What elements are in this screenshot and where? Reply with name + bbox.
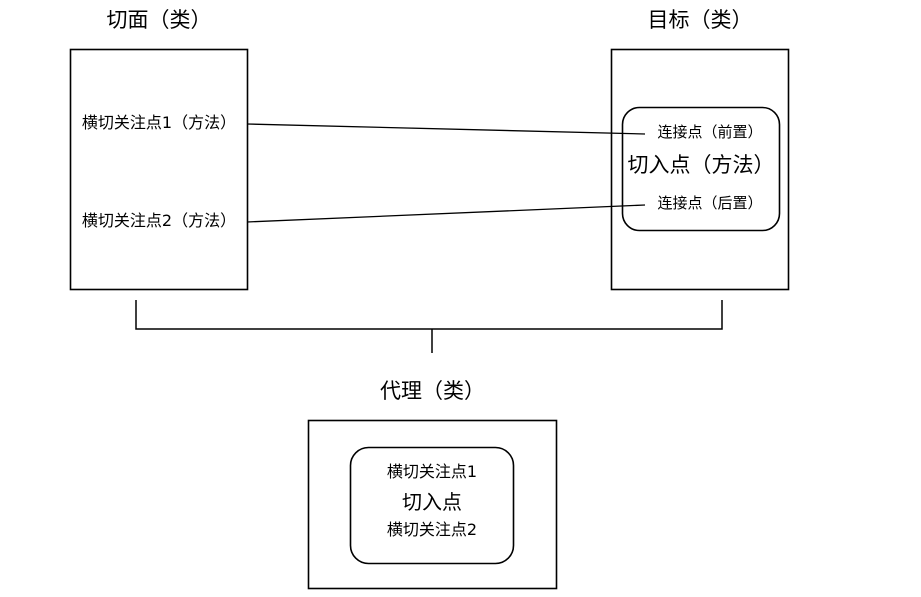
connector-concern1-to-joinpoint-before — [246, 123, 646, 135]
aspect-class-title: 切面（类） — [106, 8, 212, 32]
aspect-concern-2-label: 横切关注点2（方法） — [81, 211, 237, 230]
target-pointcut-group-box — [621, 106, 781, 232]
aspect-concern-1-label: 横切关注点1（方法） — [81, 113, 237, 132]
proxy-concern-1-label: 横切关注点1 — [386, 462, 478, 481]
target-joinpoint-before-label: 连接点（前置） — [657, 123, 763, 141]
proxy-class-title: 代理（类） — [380, 379, 485, 403]
proxy-concern-2-label: 横切关注点2 — [386, 520, 478, 539]
target-joinpoint-after-label: 连接点（后置） — [657, 194, 763, 212]
target-pointcut-label: 切入点（方法） — [627, 153, 775, 177]
connector-bracket-to-proxy — [135, 300, 723, 330]
connector-concern2-to-joinpoint-after — [246, 204, 646, 223]
proxy-pointcut-label: 切入点 — [402, 490, 462, 514]
target-class-title: 目标（类） — [647, 8, 753, 32]
proxy-pointcut-group-box — [349, 446, 515, 565]
aspect-class-box — [69, 48, 249, 291]
